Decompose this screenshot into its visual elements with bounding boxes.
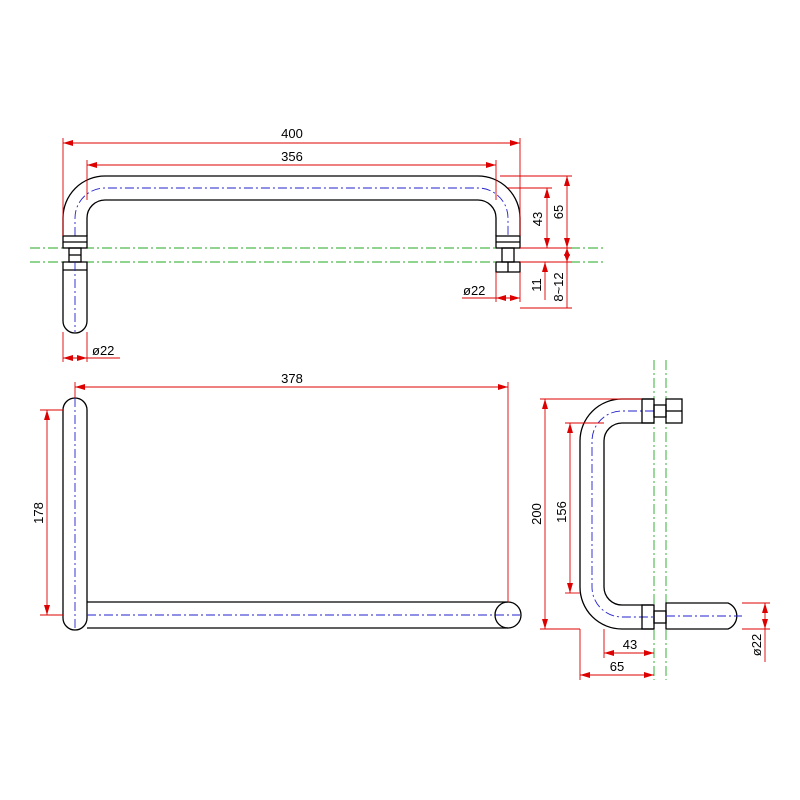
dim-side-overall-height: 200 [529,503,544,525]
dim-400-arrow-left [63,140,73,146]
handle-centerline [74,187,509,236]
side-bottom-screw [653,610,667,624]
dim-glass-thickness: 8~12 [551,272,566,301]
dim-378-arrow-right [498,384,508,390]
dim-178-arrow-top [44,410,50,420]
dim-378-arrow-left [75,384,85,390]
dim-11-arrow-top [542,262,548,272]
dim-knob-arrow-bottom [762,619,768,629]
dim-height-overall: 65 [551,205,566,219]
dim-fixing-height: 11 [529,278,544,292]
dim-tube-arrow-left [63,355,73,361]
dim-side-43-arrow-left [604,650,614,656]
dim-height-center: 43 [530,212,545,226]
dim-side-projection-center: 43 [623,637,637,652]
dim-200-arrow-bottom [542,619,548,629]
side-top-screw [653,404,667,418]
dim-front-height: 178 [31,502,46,524]
side-view: 200 156 43 65 ø22 [529,360,770,680]
dim-glass-arrow-bottom [564,254,570,262]
dim-356-arrow-left [87,162,97,168]
dim-200-arrow-top [542,399,548,409]
side-handle-inner [603,422,654,606]
side-handle-centerline [591,410,654,618]
dim-43-arrow-top [544,188,550,198]
dim-knob-diameter: ø22 [749,634,764,656]
right-screw [501,247,515,263]
dim-fixing-arrow-left [496,295,506,301]
dim-65-arrow-bottom [564,238,570,248]
dim-side-43-arrow-right [644,650,654,656]
dim-400-arrow-right [510,140,520,146]
side-handle-outer [579,398,654,630]
dim-356-arrow-right [486,162,496,168]
dim-side-center-height: 156 [554,501,569,523]
dim-side-65-arrow-right [644,672,654,678]
dim-43-arrow-bottom [544,238,550,248]
front-view: 378 178 [31,371,522,631]
left-back-knob [62,261,88,334]
top-view: 400 356 43 65 11 8~12 [30,126,605,362]
front-vertical-bar [62,397,88,631]
dim-overall-width: 400 [281,126,303,141]
side-bottom-knob [665,602,738,630]
dim-tube-arrow-right [77,355,87,361]
dim-156-arrow-top [567,423,573,433]
dim-fixing-arrow-right [510,295,520,301]
dim-side-projection-overall: 65 [610,659,624,674]
dim-fixing-diameter: ø22 [463,283,485,298]
dim-65-arrow-top [564,176,570,186]
dim-178-arrow-bottom [44,605,50,615]
dim-tube-diameter: ø22 [92,343,114,358]
dim-156-arrow-bottom [567,583,573,593]
dim-knob-arrow-top [762,603,768,613]
handle-inner-outline [86,199,497,236]
dim-center-distance: 356 [281,149,303,164]
dim-side-65-arrow-left [580,672,590,678]
handle-outer-outline [62,175,521,236]
dim-front-width: 378 [281,371,303,386]
